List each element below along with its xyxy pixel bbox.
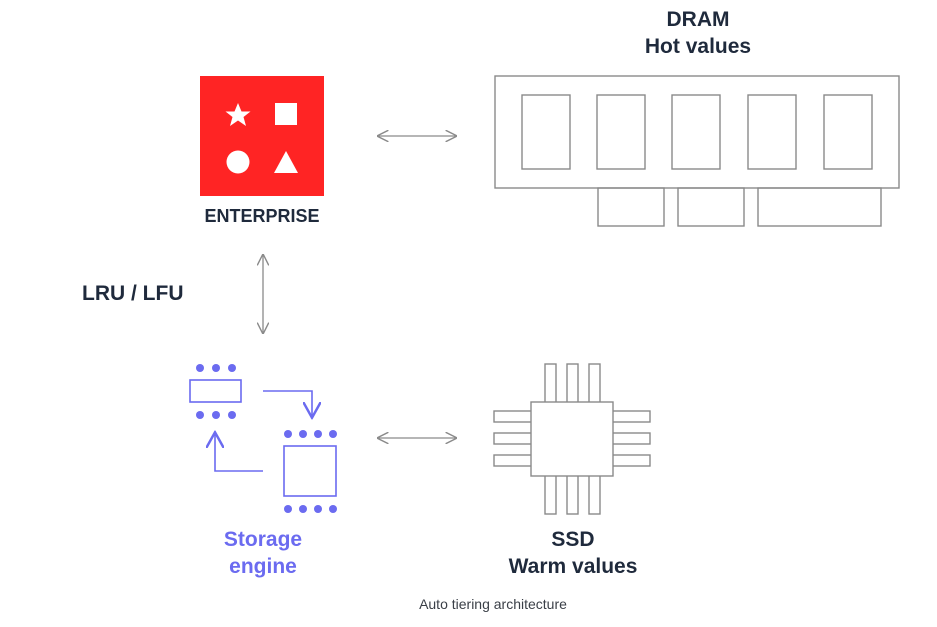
square-shape (275, 103, 297, 125)
diagram-caption: Auto tiering architecture (419, 596, 567, 612)
dram-module-icon (494, 75, 900, 227)
policy-label: LRU / LFU (82, 282, 184, 305)
enterprise-label: ENTERPRISE (204, 206, 320, 226)
ssd-chip-icon (493, 363, 651, 515)
dram-title: DRAM (666, 8, 730, 31)
storage-engine-line2: engine (229, 555, 297, 578)
ssd-label: SSD Warm values (468, 526, 678, 580)
storage-engine-icon (189, 364, 337, 513)
storage-engine-label: Storage engine (178, 526, 348, 580)
circle-shape (226, 150, 250, 174)
storage-engine-line1: Storage (223, 528, 303, 551)
dram-subtitle: Hot values (644, 35, 752, 58)
enterprise-logo-icon (200, 76, 324, 196)
dram-label: DRAM Hot values (598, 6, 798, 60)
ssd-subtitle: Warm values (508, 555, 638, 578)
star-shape (225, 103, 251, 126)
triangle-shape (274, 151, 298, 173)
ssd-title: SSD (551, 528, 595, 551)
